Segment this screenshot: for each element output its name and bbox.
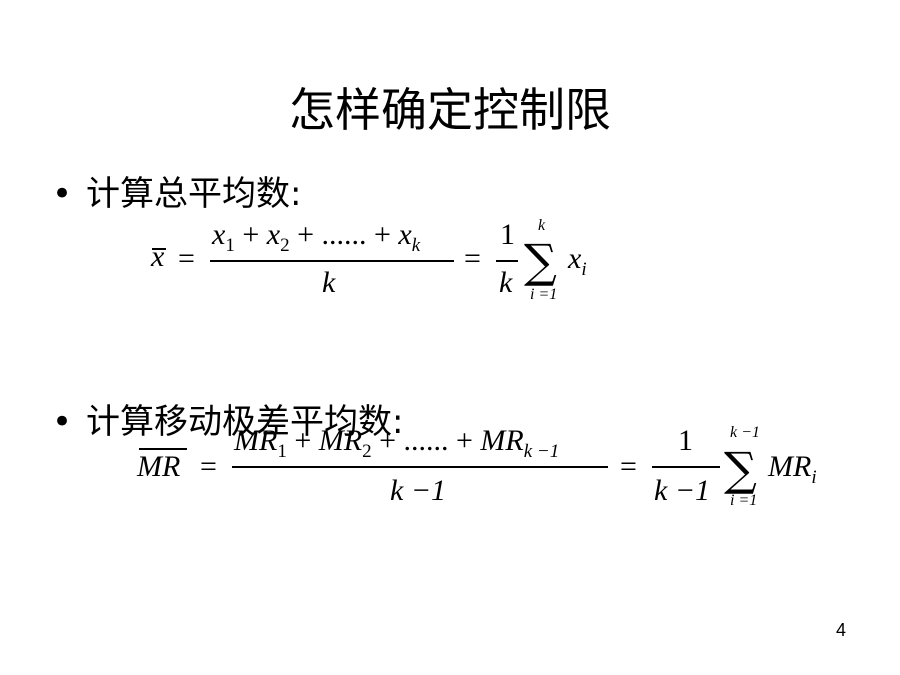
sum-term: xi: [568, 242, 587, 280]
formula-denominator: k −1: [390, 474, 447, 507]
bullet-dot: •: [52, 402, 73, 442]
bullet-text: 计算移动极差平均数:: [86, 402, 404, 442]
overline: [152, 248, 166, 250]
slide-title: 怎样确定控制限: [289, 83, 611, 137]
fraction-denominator: k −1: [654, 474, 711, 507]
fraction-numerator: 1: [500, 218, 515, 251]
bullet-dot: •: [52, 174, 73, 214]
page-number: 4: [835, 620, 846, 640]
formula-lhs: MR: [137, 450, 181, 483]
bullet-total-mean: • 计算总平均数:: [52, 172, 301, 216]
formula-numerator: x1 + x2 + ...... + xk: [212, 218, 421, 256]
formula-equals: =: [620, 450, 637, 483]
formula-denominator: k: [322, 266, 336, 299]
formula-equals: =: [178, 242, 195, 275]
bullet-mr-mean: • 计算移动极差平均数:: [52, 400, 403, 444]
fraction-denominator: k: [499, 266, 513, 299]
sum-lower-limit: i =1: [730, 492, 758, 509]
fraction-bar: [652, 466, 720, 468]
bullet-text: 计算总平均数:: [86, 174, 302, 214]
overline: [139, 448, 187, 450]
formula-lhs: x: [151, 240, 165, 273]
fraction-bar: [232, 466, 608, 468]
sigma-icon: ∑: [524, 234, 557, 288]
fraction-bar: [496, 260, 518, 262]
sigma-icon: ∑: [724, 442, 757, 496]
sum-term: MRi: [768, 450, 817, 488]
sum-upper-limit: k: [538, 217, 546, 234]
sum-lower-limit: i =1: [530, 286, 558, 303]
formula-equals: =: [464, 242, 481, 275]
formula-equals: =: [200, 450, 217, 483]
fraction-bar: [210, 260, 454, 262]
sum-upper-limit: k −1: [730, 424, 760, 441]
fraction-numerator: 1: [678, 424, 693, 457]
